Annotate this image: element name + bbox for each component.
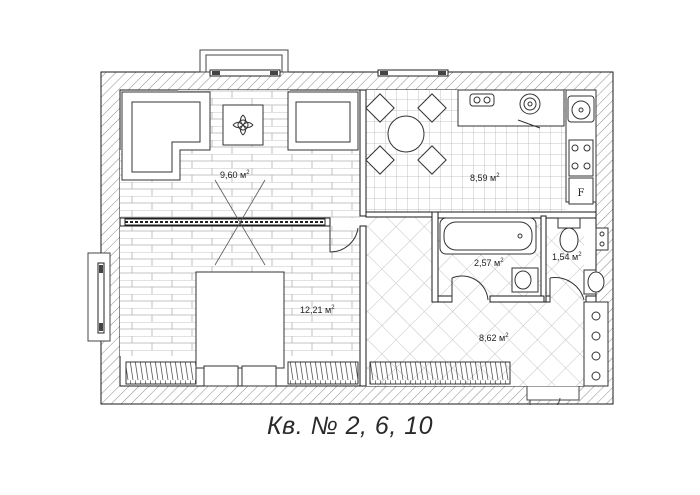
apartment-caption: Кв. № 2, 6, 10 (266, 412, 434, 440)
toilet-icon (557, 217, 581, 253)
toilet-sink (583, 269, 605, 295)
corner-sofa (121, 91, 211, 181)
hall-wardrobe (583, 301, 609, 387)
lamp-cross (214, 179, 266, 266)
toilet-shelf (595, 227, 609, 251)
fridge-icon: F (568, 177, 594, 205)
sink-icon (567, 95, 595, 123)
bottom-cabinets (125, 361, 511, 385)
balcony-door (526, 385, 580, 405)
dining-table (365, 93, 447, 175)
bath-sink (511, 267, 539, 293)
door-bedroom (329, 226, 359, 253)
hood-icon (517, 93, 541, 129)
area-label-kitchen: 8,59 м2 (470, 173, 500, 183)
sliding-partition (124, 218, 326, 226)
area-label-toilet: 1,54 м2 (552, 252, 582, 262)
fridge-letter: F (578, 188, 585, 199)
bed (195, 271, 285, 387)
window-top-right (377, 69, 449, 77)
stove-icon (568, 139, 594, 177)
floor-plan: F (87, 49, 614, 405)
area-label-bathroom: 2,57 м2 (474, 258, 504, 268)
area-label-hall: 8,62 м2 (479, 333, 509, 343)
window-top-left (199, 49, 289, 77)
door-toilet (549, 277, 585, 302)
window-left (87, 252, 111, 342)
door-bathroom (451, 275, 489, 302)
plant-icon (222, 104, 264, 146)
sofa-right (287, 91, 359, 151)
area-label-bedroom: 12,21 м2 (300, 305, 335, 315)
area-label-living: 9,60 м2 (220, 170, 250, 180)
bathtub (439, 217, 537, 255)
